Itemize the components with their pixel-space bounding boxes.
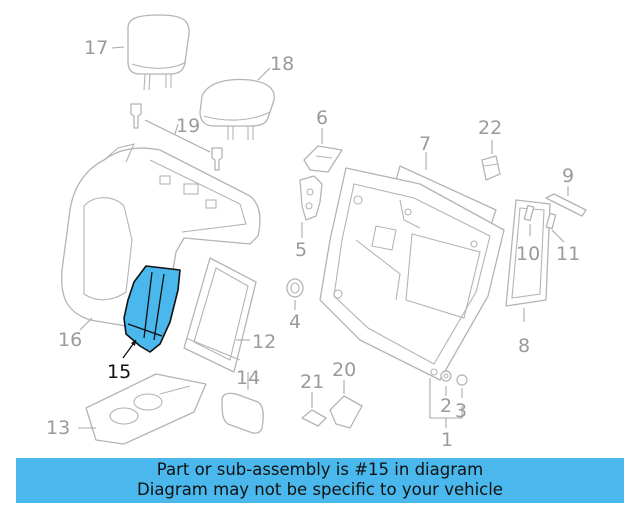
callout-20: 20	[332, 359, 356, 381]
callout-12: 12	[252, 331, 276, 353]
seat-frame	[319, 167, 505, 381]
headrest-18	[199, 67, 275, 140]
trim-panel-12	[183, 257, 257, 373]
latch-5	[299, 175, 323, 238]
bracket-6	[303, 128, 343, 173]
notice-line-1: Part or sub-assembly is #15 in diagram	[156, 460, 484, 479]
panel-8	[505, 199, 551, 322]
clip-22	[481, 140, 501, 181]
callout-8: 8	[518, 335, 530, 357]
armrest-13	[78, 373, 207, 445]
callout-10: 10	[516, 243, 540, 265]
callout-7: 7	[419, 133, 431, 155]
callout-1: 1	[441, 429, 453, 451]
bushing-4	[286, 278, 304, 310]
callout-6: 6	[316, 107, 328, 129]
callout-17: 17	[84, 37, 108, 59]
callout-21: 21	[300, 371, 324, 393]
callout-14: 14	[236, 367, 260, 389]
callout-18: 18	[270, 53, 294, 75]
fasteners-1-2-3	[429, 370, 468, 428]
strip-9	[545, 186, 587, 217]
callout-11: 11	[556, 243, 580, 265]
headrest-guide-19	[130, 103, 223, 171]
cap-14	[221, 372, 264, 434]
clip-20	[329, 380, 363, 429]
callout-2: 2	[440, 395, 452, 417]
callout-13: 13	[46, 417, 70, 439]
callout-16: 16	[58, 329, 82, 351]
callout-22: 22	[478, 117, 502, 139]
callout-19: 19	[176, 115, 200, 137]
notice-line-2: Diagram may not be specific to your vehi…	[137, 480, 503, 499]
callout-9: 9	[562, 165, 574, 187]
highlighted-part-15	[122, 265, 181, 359]
callout-5: 5	[295, 239, 307, 261]
callout-4: 4	[289, 311, 301, 333]
headrest-17	[111, 14, 190, 91]
clip-21	[301, 392, 327, 427]
notice-banner: Part or sub-assembly is #15 in diagram D…	[16, 458, 624, 503]
callout-3: 3	[455, 400, 467, 422]
callout-15: 15	[107, 361, 131, 383]
tabs-10-11	[523, 204, 565, 243]
